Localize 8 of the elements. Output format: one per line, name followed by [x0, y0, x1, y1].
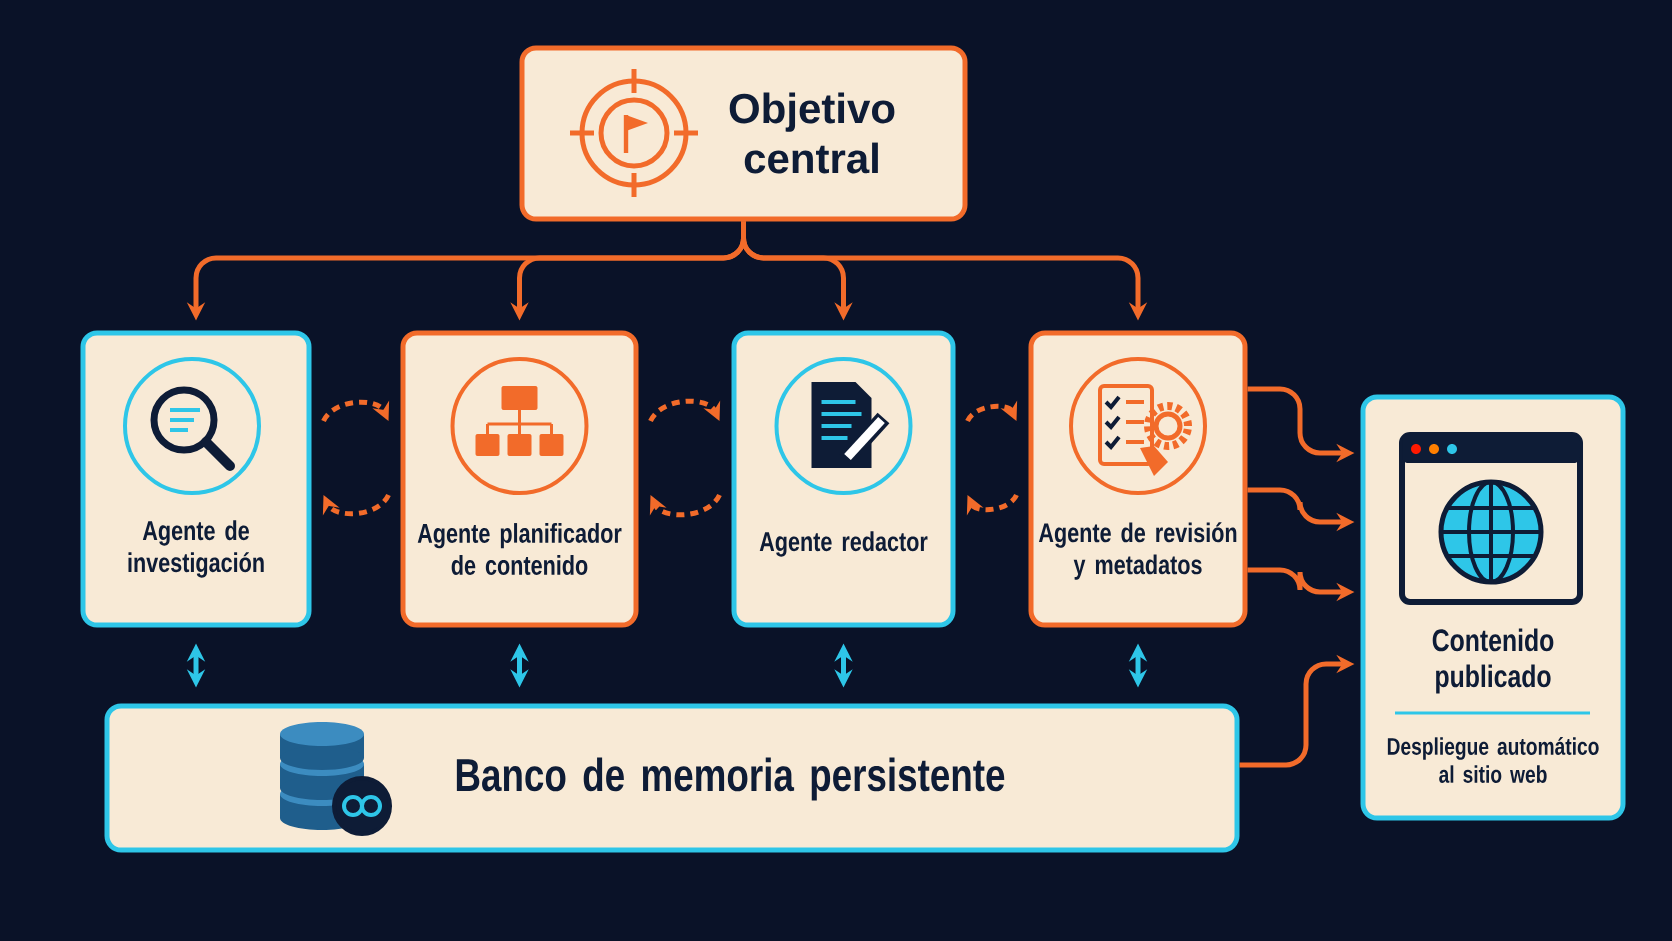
arrow: [966, 493, 1019, 516]
memory-bank-box: Banco de memoria persistente: [104, 703, 1240, 853]
arrow: [321, 399, 390, 423]
goal-box: Objetivo central: [519, 45, 968, 222]
arrow: [965, 400, 1018, 423]
arrow: [322, 493, 391, 517]
arrow: [649, 493, 722, 518]
arrow: [648, 398, 721, 423]
